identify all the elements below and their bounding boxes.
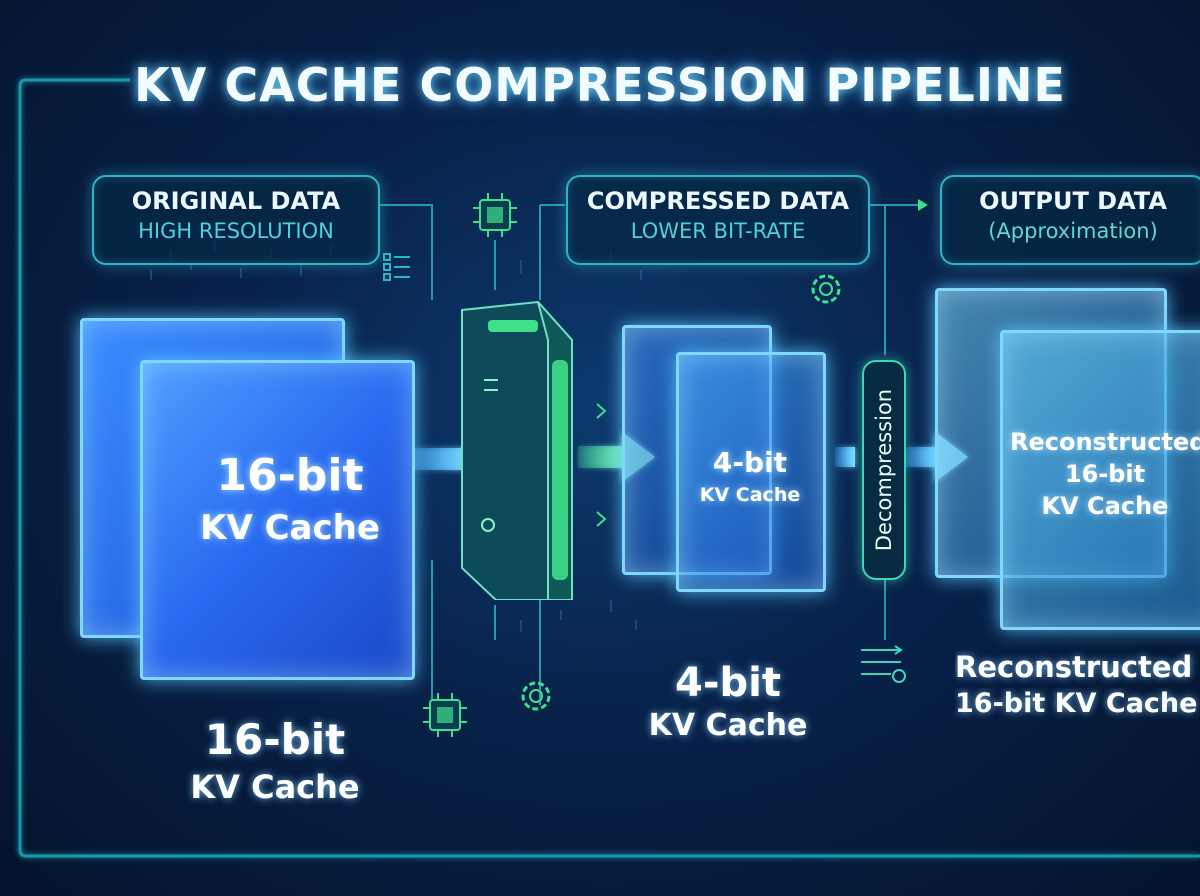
output-data-label: OUTPUT DATA (Approximation) bbox=[940, 175, 1200, 265]
original-cube-line1: 16-bit bbox=[216, 450, 364, 501]
output-cube-line1: Reconstructed bbox=[1010, 428, 1200, 456]
output-cube-line2: 16-bit bbox=[1064, 460, 1146, 488]
original-data-subtitle: HIGH RESOLUTION bbox=[138, 219, 334, 243]
output-data-title: OUTPUT DATA bbox=[979, 187, 1167, 215]
page-title: KV CACHE COMPRESSION PIPELINE bbox=[134, 58, 1066, 112]
original-caption-line1: 16-bit bbox=[204, 715, 346, 764]
output-cube-line3: KV Cache bbox=[1041, 492, 1169, 520]
compressed-cube-line2: KV Cache bbox=[699, 484, 801, 506]
chip-icon bbox=[470, 190, 520, 240]
list-icon bbox=[380, 250, 414, 284]
compressed-caption-line2: KV Cache bbox=[648, 708, 808, 743]
output-caption-line1: Reconstructed bbox=[955, 650, 1193, 684]
gear-icon-bottom bbox=[512, 672, 560, 720]
output-caption-line2: 16-bit KV Cache bbox=[955, 688, 1198, 719]
compressed-data-label: COMPRESSED DATA LOWER BIT-RATE bbox=[566, 175, 870, 265]
output-data-subtitle: (Approximation) bbox=[988, 219, 1158, 243]
original-cube-line2: KV Cache bbox=[200, 508, 380, 548]
compressed-data-subtitle: LOWER BIT-RATE bbox=[630, 219, 806, 243]
original-data-label: ORIGINAL DATA HIGH RESOLUTION bbox=[92, 175, 380, 265]
frame-left bbox=[18, 78, 1200, 858]
compressed-caption-line1: 4-bit bbox=[675, 660, 781, 706]
compressed-cube-line1: 4-bit bbox=[712, 446, 788, 479]
gear-icon bbox=[802, 265, 850, 313]
original-cache-front-slab bbox=[140, 360, 415, 680]
sliders-icon bbox=[855, 640, 915, 690]
original-data-title: ORIGINAL DATA bbox=[131, 187, 341, 215]
compressor-device-icon bbox=[458, 300, 576, 601]
output-cache-front-slab bbox=[1000, 330, 1200, 630]
chip-icon-bottom bbox=[420, 690, 470, 740]
compressed-data-title: COMPRESSED DATA bbox=[586, 187, 850, 215]
decompression-label: Decompression bbox=[872, 388, 896, 552]
decompression-box: Decompression bbox=[862, 360, 906, 580]
compressed-cache-front-slab bbox=[676, 352, 826, 592]
original-caption-line2: KV Cache bbox=[190, 768, 360, 806]
